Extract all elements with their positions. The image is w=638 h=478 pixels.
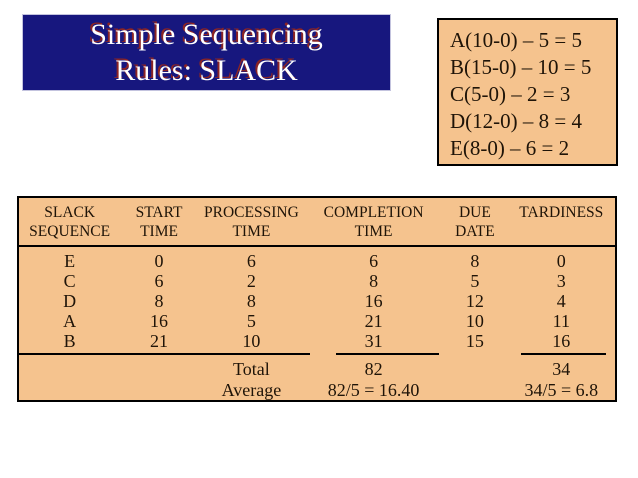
table-cell: 4 xyxy=(556,291,566,311)
total-label: Total xyxy=(233,359,270,379)
table-total-row: Total 82 34 xyxy=(19,359,615,380)
slack-calc-job-d: D(12-0) – 8 = 4 xyxy=(450,109,582,133)
table-cell: 6 xyxy=(369,251,379,271)
table-cell: 8 xyxy=(369,271,379,291)
table-cell: E xyxy=(64,251,76,271)
header-slack-sequence: SLACK SEQUENCE xyxy=(29,204,111,240)
table-row-job-e: E 0 6 6 8 0 xyxy=(19,251,615,271)
table-cell: 2 xyxy=(246,271,256,291)
sum-rule-tardiness xyxy=(521,353,607,355)
table-cell: 5 xyxy=(246,311,256,331)
table-cell: D xyxy=(63,291,77,311)
header-start-time: START TIME xyxy=(135,204,183,240)
table-header-row: SLACK SEQUENCE START TIME PROCESSING TIM… xyxy=(19,198,615,247)
table-row-job-d: D 8 8 16 12 4 xyxy=(19,291,615,311)
table-average-row: Average 82/5 = 16.40 34/5 = 6.8 xyxy=(19,380,615,401)
slack-sequence-table: SLACK SEQUENCE START TIME PROCESSING TIM… xyxy=(17,196,617,402)
table-cell: 8 xyxy=(470,251,480,271)
average-label: Average xyxy=(221,380,282,400)
header-processing-time: PROCESSING TIME xyxy=(204,204,299,240)
table-cell: 21 xyxy=(150,331,169,351)
table-cell: B xyxy=(63,331,76,351)
table-row-job-a: A 16 5 21 10 11 xyxy=(19,311,615,331)
table-cell: 0 xyxy=(556,251,566,271)
table-cell: 10 xyxy=(242,331,261,351)
table-cell: 16 xyxy=(150,311,169,331)
table-row-job-b: B 21 10 31 15 16 xyxy=(19,331,615,351)
total-tardiness-value: 34 xyxy=(552,359,571,379)
slide-title-line1: Simple Sequencing xyxy=(90,17,323,51)
table-cell: 8 xyxy=(154,291,164,311)
table-cell: 11 xyxy=(552,311,570,331)
slack-calc-job-e: E(8-0) – 6 = 2 xyxy=(450,136,570,160)
slack-calc-job-b: B(15-0) – 10 = 5 xyxy=(450,55,592,79)
table-cell: 6 xyxy=(246,251,256,271)
table-cell: 10 xyxy=(465,311,484,331)
table-cell: A xyxy=(63,311,77,331)
slack-calculations-panel: A(10-0) – 5 = 5 B(15-0) – 10 = 5 C(5-0) … xyxy=(437,18,618,166)
table-cell: 12 xyxy=(465,291,484,311)
table-row-job-c: C 6 2 8 5 3 xyxy=(19,271,615,291)
sum-rule-left xyxy=(19,353,310,355)
table-cell: C xyxy=(63,271,76,291)
table-cell: 5 xyxy=(470,271,480,291)
sum-rule-completion xyxy=(336,353,439,355)
header-due-date: DUE DATE xyxy=(455,204,495,240)
table-cell: 31 xyxy=(364,331,383,351)
table-cell: 0 xyxy=(154,251,164,271)
slide-title-box: Simple Sequencing Rules: SLACK xyxy=(22,14,391,91)
total-completion-value: 82 xyxy=(364,359,383,379)
table-cell: 6 xyxy=(154,271,164,291)
table-cell: 15 xyxy=(465,331,484,351)
slide-title-line2: Rules: SLACK xyxy=(115,53,298,87)
average-completion-value: 82/5 = 16.40 xyxy=(327,380,420,400)
table-cell: 16 xyxy=(364,291,383,311)
table-cell: 16 xyxy=(552,331,571,351)
slack-calc-job-a: A(10-0) – 5 = 5 xyxy=(450,28,582,52)
sum-rule-row xyxy=(19,351,615,359)
table-cell: 8 xyxy=(246,291,256,311)
table-cell: 21 xyxy=(364,311,383,331)
table-body: E 0 6 6 8 0 C 6 2 8 5 3 D 8 8 16 12 xyxy=(19,247,615,401)
header-completion-time: COMPLETION TIME xyxy=(323,204,424,240)
header-tardiness: TARDINESS xyxy=(519,204,604,221)
slack-calc-job-c: C(5-0) – 2 = 3 xyxy=(450,82,571,106)
average-tardiness-value: 34/5 = 6.8 xyxy=(524,380,599,400)
table-cell: 3 xyxy=(556,271,566,291)
